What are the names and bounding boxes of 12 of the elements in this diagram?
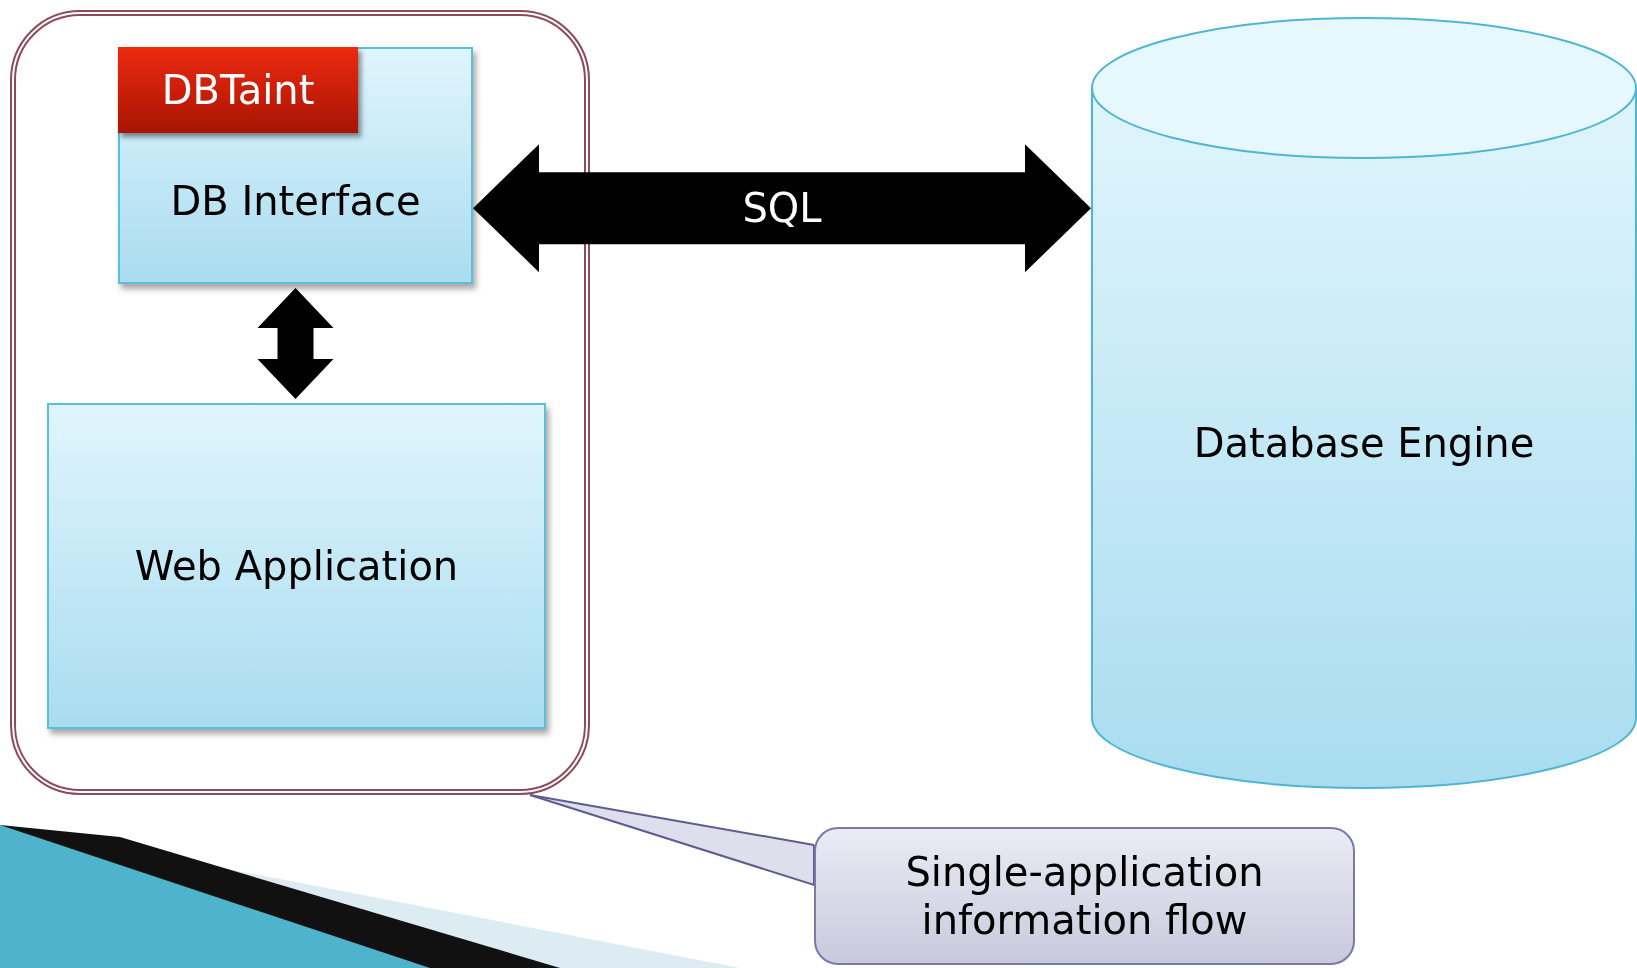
tag-box xyxy=(118,47,358,133)
node-label: Web Application xyxy=(134,542,459,591)
node-label: Database Engine xyxy=(1193,419,1535,468)
interface-box xyxy=(118,47,473,284)
node-label: DBTaint xyxy=(161,66,315,115)
node-label: DB Interface xyxy=(170,176,421,226)
boundary-box xyxy=(10,10,590,795)
callout-box xyxy=(814,827,1355,965)
node-label: Single-application information flow xyxy=(904,848,1265,944)
double-arrow xyxy=(473,144,1091,273)
double-arrow xyxy=(257,288,334,399)
application-box xyxy=(47,403,546,729)
